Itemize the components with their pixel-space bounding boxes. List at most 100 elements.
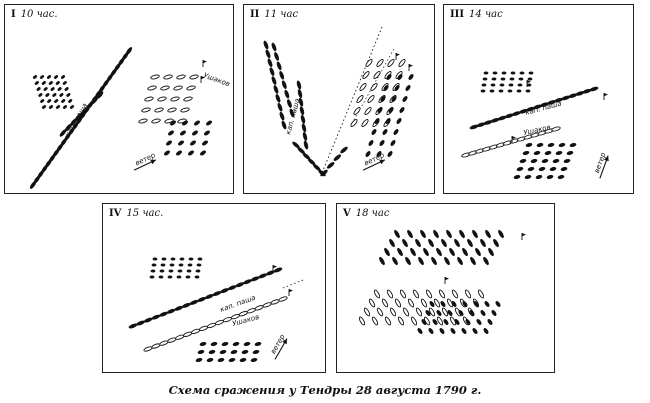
turkish-ship — [386, 74, 392, 80]
russian-ship — [428, 307, 436, 317]
russian-ship — [368, 298, 376, 308]
turkish-ship — [197, 257, 203, 261]
turkish-ship — [169, 263, 175, 267]
turkish-ship — [217, 357, 225, 363]
russian-ship — [361, 119, 369, 127]
kapudan-pasha-label: кап. паша — [64, 102, 89, 138]
turkish-ship — [250, 357, 258, 363]
russian-ship — [415, 307, 423, 317]
turkish-ship — [45, 93, 50, 97]
turkish-ship — [197, 349, 205, 355]
turkish-ship — [300, 114, 306, 124]
turkish-ship — [38, 93, 43, 97]
russian-ship — [163, 74, 173, 80]
turkish-ship — [152, 257, 158, 261]
turkish-ship — [188, 257, 194, 261]
turkish-ship — [492, 71, 498, 75]
turkish-ship — [569, 142, 577, 148]
turkish-ship — [549, 166, 557, 172]
turkish-ship — [527, 166, 535, 172]
turkish-ship — [273, 267, 283, 273]
turkish-ship — [170, 257, 176, 261]
wind-arrow: ветер — [133, 151, 157, 171]
turkish-ship — [59, 93, 64, 97]
turkish-ship — [525, 142, 533, 148]
russian-ship — [183, 331, 193, 337]
turkish-ship — [365, 151, 371, 157]
turkish-ship — [180, 130, 186, 136]
turkish-ship — [563, 158, 571, 164]
turkish-ship — [182, 302, 191, 308]
turkish-ship — [462, 247, 468, 257]
turkish-ship — [206, 120, 212, 126]
russian-ship — [167, 337, 177, 343]
turkish-ship — [397, 74, 403, 80]
turkish-ship — [368, 140, 374, 146]
turkish-ship — [429, 301, 435, 307]
russian-ship — [206, 322, 217, 329]
russian-ship — [159, 340, 169, 346]
flagship-flag — [289, 289, 293, 293]
russian-ship — [151, 343, 161, 349]
turkish-ship — [560, 166, 568, 172]
russian-ship — [164, 118, 174, 124]
turkish-ship — [243, 341, 251, 347]
turkish-ship — [433, 229, 439, 239]
russian-ship — [410, 316, 418, 326]
russian-ship — [246, 308, 256, 314]
turkish-ship — [182, 120, 188, 126]
turkish-ship — [392, 256, 398, 266]
turkish-ship — [501, 71, 507, 75]
russian-ship — [198, 325, 209, 332]
turkish-ship — [535, 174, 543, 180]
russian-ship — [191, 328, 201, 334]
russian-ship — [394, 298, 402, 308]
turkish-ship — [269, 67, 275, 77]
turkish-ship — [391, 96, 397, 102]
turkish-ship — [498, 229, 504, 239]
flagship-flag — [445, 277, 449, 281]
russian-ship — [350, 119, 358, 127]
turkish-ship — [483, 256, 489, 266]
turkish-ship — [230, 349, 238, 355]
russian-ship — [412, 289, 420, 299]
russian-ship — [180, 107, 190, 113]
russian-ship — [364, 107, 372, 115]
turkish-ship — [276, 61, 282, 71]
russian-ship — [143, 346, 153, 352]
course-line — [321, 26, 383, 174]
turkish-ship — [178, 263, 184, 267]
turkish-ship — [522, 150, 530, 156]
turkish-ship — [200, 150, 206, 156]
russian-ship — [425, 289, 433, 299]
russian-ship — [144, 96, 154, 102]
turkish-ship — [254, 341, 262, 347]
turkish-ship — [68, 99, 73, 103]
turkish-ship — [483, 328, 489, 334]
turkish-ship — [541, 158, 549, 164]
russian-ship — [150, 74, 160, 80]
turkish-ship — [267, 58, 273, 68]
turkish-ship — [371, 129, 377, 135]
turkish-ship — [495, 301, 501, 307]
flagship-flag — [512, 136, 516, 140]
turkish-ship — [488, 247, 494, 257]
russian-ship — [154, 107, 164, 113]
russian-ship — [438, 289, 446, 299]
turkish-ship — [271, 42, 277, 52]
turkish-ship — [376, 151, 382, 157]
russian-ship — [365, 59, 373, 67]
turkish-ship — [46, 75, 52, 79]
turkish-ship — [482, 77, 488, 81]
turkish-ship — [170, 120, 176, 126]
turkish-ship — [508, 83, 514, 87]
turkish-ship — [43, 87, 48, 91]
turkish-ship — [296, 80, 302, 90]
turkish-ship — [189, 299, 199, 305]
turkish-ship — [47, 99, 52, 103]
turkish-ship — [399, 107, 405, 113]
russian-ship — [376, 59, 384, 67]
russian-ship — [151, 118, 161, 124]
